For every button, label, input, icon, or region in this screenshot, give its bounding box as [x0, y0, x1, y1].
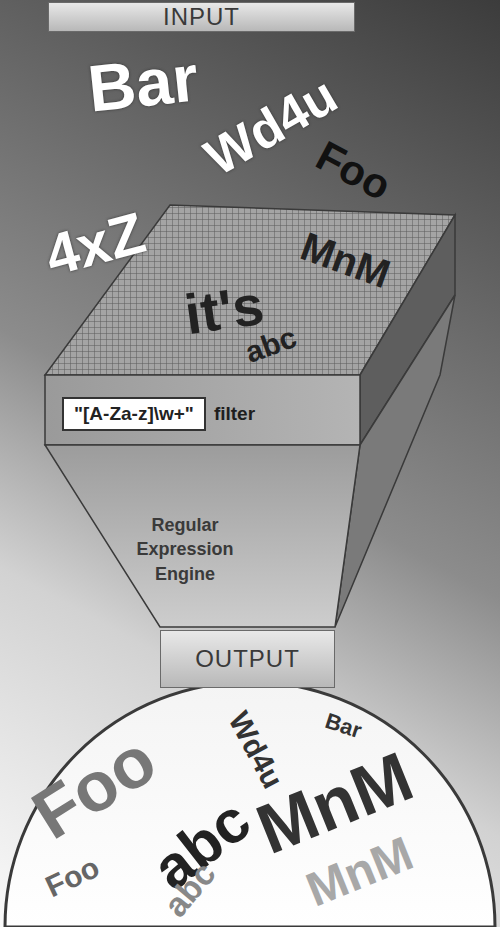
filter-word: filter [214, 403, 255, 425]
input-word: Bar [85, 44, 201, 121]
input-word: it's [181, 277, 267, 343]
engine-label: Regular Expression Engine [110, 513, 260, 586]
io-label: INPUT [163, 3, 240, 31]
input-box: INPUT [48, 2, 355, 32]
funnel-front-face [45, 375, 360, 445]
io-label: OUTPUT [195, 645, 300, 673]
regex-pattern: "[A-Za-z]\w+" [62, 397, 206, 431]
filter-label: "[A-Za-z]\w+" filter [62, 397, 255, 431]
funnel-lower-front [45, 445, 360, 627]
output-dome [5, 682, 495, 927]
output-box: OUTPUT [160, 630, 335, 688]
